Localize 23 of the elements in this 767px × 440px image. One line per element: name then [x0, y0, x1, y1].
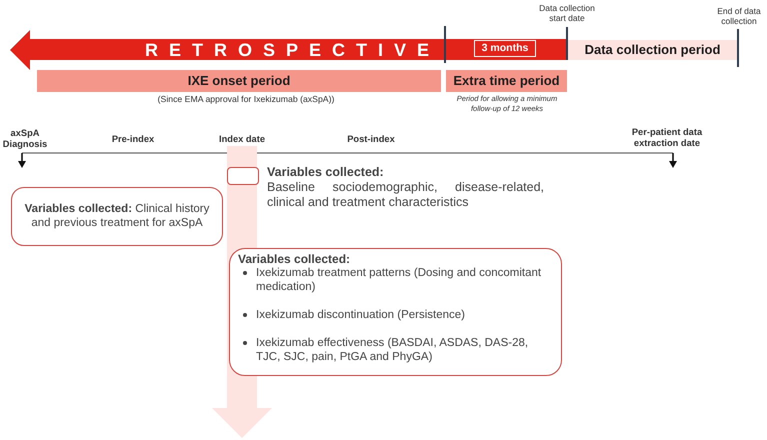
info-box: Variables collected: Clinical history and previous treatment for axSpA — [11, 187, 223, 246]
milestone-label: End of data collection — [716, 6, 762, 26]
period-note: (Since EMA approval for Ixekizumab (axSpA)) — [158, 94, 334, 104]
info-box — [229, 248, 562, 376]
timeline-label: Pre-index — [112, 134, 154, 145]
period-band: Extra time period — [446, 70, 567, 92]
variables-heading: Variables collected: — [267, 165, 384, 180]
timeline-label: axSpA Diagnosis — [2, 128, 48, 150]
period-band: IXE onset period — [37, 70, 441, 92]
retrospective-banner — [10, 30, 567, 70]
timeline-label: Index date — [219, 134, 265, 145]
box-heading: Variables collected: — [238, 252, 352, 266]
arrow-title: RETROSPECTIVE — [145, 40, 440, 60]
milestone-label: Data collection start date — [538, 3, 596, 23]
timeline-label: Post-index — [347, 134, 395, 145]
period-band: Data collection period — [567, 40, 738, 60]
outline-box — [227, 167, 259, 185]
timeline-label: Per-patient data extraction date — [630, 127, 704, 149]
list-text: Ixekizumab treatment patterns (Dosing and concomitant medication) — [256, 266, 542, 294]
list-text: Ixekizumab effectiveness (BASDAI, ASDAS, DAS-28, TJC, SJC, pain, PtGA and PhyGA) — [256, 336, 530, 364]
list-text: Ixekizumab discontinuation (Persistence) — [256, 308, 466, 322]
variables-text: Baseline sociodemographic, disease-related, clinical and treatment characteristics — [267, 180, 544, 210]
duration-box: 3 months — [474, 40, 536, 57]
